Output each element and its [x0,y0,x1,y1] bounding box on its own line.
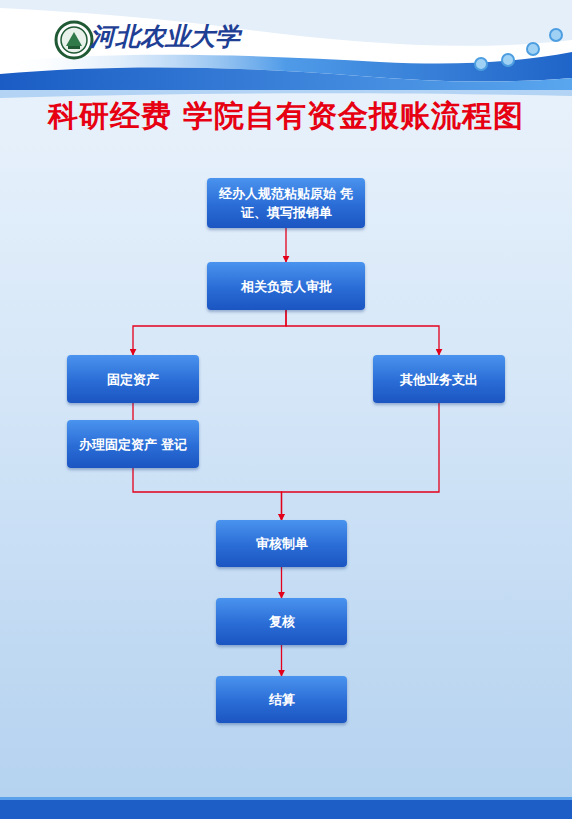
process-box: 复核 [216,598,347,645]
flow-connector [285,228,286,262]
logo-emblem [56,22,92,58]
flow-connector [281,567,282,598]
process-box: 其他业务支出 [373,355,505,403]
flow-connector [282,403,440,520]
decorative-dots [475,29,562,70]
process-box: 相关负责人审批 [207,262,365,310]
process-box: 审核制单 [216,520,347,567]
box-label: 经办人规范粘贴原始 凭证、填写报销单 [217,184,355,222]
box-label: 复核 [269,612,295,631]
box-label: 相关负责人审批 [241,277,332,296]
box-label: 办理固定资产 登记 [79,435,188,454]
header-wave [0,90,572,98]
box-label: 审核制单 [256,534,308,553]
logo-text: 河北农业大学 [90,20,240,53]
process-box: 结算 [216,676,347,723]
box-label: 其他业务支出 [400,370,478,389]
diagram-title: 科研经费 学院自有资金报账流程图 [0,96,572,137]
header-wave [0,67,572,90]
footer-bar [0,797,572,800]
footer-bar [0,800,572,819]
process-box: 固定资产 [67,355,199,403]
header-ground [0,0,572,90]
flow-connector [286,310,439,355]
box-label: 固定资产 [107,370,159,389]
process-box: 办理固定资产 登记 [67,420,199,468]
process-box: 经办人规范粘贴原始 凭证、填写报销单 [207,178,365,228]
box-label: 结算 [269,690,295,709]
flow-connector [133,468,282,520]
flow-connector [133,310,286,355]
flow-connector [281,645,282,676]
flow-connector [132,403,133,420]
